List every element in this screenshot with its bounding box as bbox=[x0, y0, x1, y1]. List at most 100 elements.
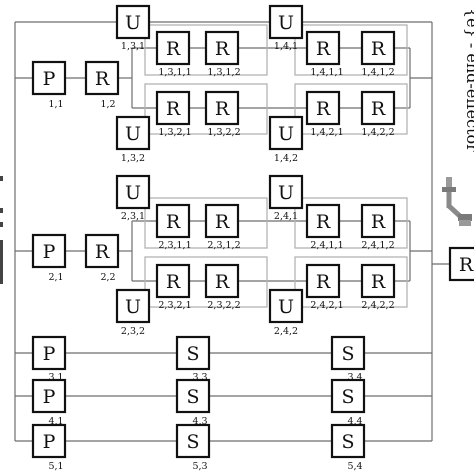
block-index: 1,4,1,2 bbox=[361, 67, 394, 78]
block-index: 1,4,1,1 bbox=[310, 67, 343, 78]
block-index: 2,3,2 bbox=[121, 326, 145, 337]
block-label: P bbox=[43, 343, 56, 365]
block-label: R bbox=[316, 38, 331, 60]
block-label: P bbox=[43, 68, 56, 90]
block-r2322: R 2,3,2,2 bbox=[204, 263, 241, 311]
block-p31: P 3,1 bbox=[31, 335, 67, 383]
block-index: 4,3 bbox=[192, 416, 207, 427]
block-s43: S 4,3 bbox=[175, 378, 211, 427]
block-index: 2,3,1,2 bbox=[207, 240, 240, 251]
block-r-end: R bbox=[448, 246, 474, 282]
block-r12: R 1,2 bbox=[84, 60, 120, 110]
block-label: U bbox=[125, 123, 141, 145]
block-index: 2,3,2,2 bbox=[207, 300, 240, 311]
block-index: 2,1 bbox=[48, 272, 63, 283]
block-r1322: R 1,3,2,2 bbox=[204, 90, 241, 138]
block-u242: U 2,4,2 bbox=[268, 288, 304, 337]
block-label: U bbox=[278, 12, 294, 34]
block-index: 3,1 bbox=[48, 372, 63, 383]
block-label: R bbox=[166, 98, 181, 120]
block-p41: P 4,1 bbox=[31, 378, 67, 427]
block-label: R bbox=[166, 211, 181, 233]
block-index: 2,4,2 bbox=[274, 326, 298, 337]
block-r1311: R 1,3,1,1 bbox=[155, 30, 192, 78]
block-label: S bbox=[186, 386, 199, 408]
block-index: 4,4 bbox=[347, 416, 362, 427]
block-label: R bbox=[215, 38, 230, 60]
block-r1321: R 1,3,2,1 bbox=[155, 90, 192, 138]
block-label: R bbox=[215, 271, 230, 293]
block-label: R bbox=[316, 271, 331, 293]
block-p11: P 1,1 bbox=[31, 60, 67, 110]
block-r2421: R 2,4,2,1 bbox=[305, 263, 344, 311]
block-r1312: R 1,3,1,2 bbox=[204, 30, 241, 78]
block-index: 2,4,2,2 bbox=[361, 300, 394, 311]
end-effector-label: {e} - end-effector bbox=[463, 8, 474, 152]
block-label: R bbox=[95, 68, 110, 90]
block-index: 2,4,2,1 bbox=[310, 300, 343, 311]
block-index: 2,2 bbox=[100, 272, 115, 283]
block-label: R bbox=[371, 271, 386, 293]
block-label: R bbox=[316, 98, 331, 120]
block-label: S bbox=[341, 343, 354, 365]
block-index: 4,1 bbox=[48, 416, 63, 427]
block-r2422: R 2,4,2,2 bbox=[360, 263, 396, 311]
block-r22: R 2,2 bbox=[84, 233, 120, 283]
block-label: S bbox=[341, 431, 354, 453]
block-u232: U 2,3,2 bbox=[115, 288, 151, 337]
block-label: R bbox=[215, 211, 230, 233]
block-r2411: R 2,4,1,1 bbox=[305, 203, 344, 251]
block-label: R bbox=[371, 211, 386, 233]
block-u231: U 2,3,1 bbox=[115, 174, 151, 222]
block-index: 1,2 bbox=[100, 99, 115, 110]
block-label: U bbox=[125, 296, 141, 318]
block-index: 2,4,1,1 bbox=[310, 240, 343, 251]
block-index: 5,1 bbox=[48, 461, 63, 472]
left-edge-fragments bbox=[0, 176, 3, 284]
end-effector-gripper-icon bbox=[442, 177, 472, 226]
block-s53: S 5,3 bbox=[175, 423, 211, 472]
block-s34: S 3,4 bbox=[330, 335, 366, 383]
block-label: R bbox=[215, 98, 230, 120]
block-index: 1,4,1 bbox=[274, 41, 298, 52]
block-label: S bbox=[341, 386, 354, 408]
block-u141: U 1,4,1 bbox=[268, 4, 304, 52]
block-label: U bbox=[125, 12, 141, 34]
block-label: U bbox=[278, 123, 294, 145]
block-index: 1,3,2 bbox=[121, 153, 145, 164]
block-index: 1,4,2,2 bbox=[361, 127, 394, 138]
block-u131: U 1,3,1 bbox=[115, 4, 151, 52]
block-index: 1,3,1,2 bbox=[207, 67, 240, 78]
block-index: 2,3,1,1 bbox=[158, 240, 191, 251]
block-p51: P 5,1 bbox=[31, 423, 67, 472]
block-label: P bbox=[43, 241, 56, 263]
block-label: R bbox=[166, 271, 181, 293]
block-index: 3,3 bbox=[192, 372, 207, 383]
block-s44: S 4,4 bbox=[330, 378, 366, 427]
block-label: U bbox=[278, 182, 294, 204]
block-index: 1,3,1,1 bbox=[158, 67, 191, 78]
block-r1422: R 1,4,2,2 bbox=[360, 90, 396, 138]
block-r1412: R 1,4,1,2 bbox=[360, 30, 396, 78]
block-s33: S 3,3 bbox=[175, 335, 211, 383]
block-index: 1,1 bbox=[48, 99, 63, 110]
block-index: 2,3,2,1 bbox=[158, 300, 191, 311]
block-index: 2,4,1,2 bbox=[361, 240, 394, 251]
block-u241: U 2,4,1 bbox=[268, 174, 304, 222]
block-r2312: R 2,3,1,2 bbox=[204, 203, 241, 251]
block-label: R bbox=[459, 254, 474, 276]
block-u132: U 1,3,2 bbox=[115, 115, 151, 164]
block-index: 1,4,2 bbox=[274, 153, 298, 164]
block-index: 1,3,1 bbox=[121, 41, 145, 52]
block-index: 1,3,2,1 bbox=[158, 127, 191, 138]
block-r1411: R 1,4,1,1 bbox=[305, 30, 344, 78]
block-label: R bbox=[316, 211, 331, 233]
block-r2412: R 2,4,1,2 bbox=[360, 203, 396, 251]
block-r2321: R 2,3,2,1 bbox=[155, 263, 192, 311]
block-index: 1,4,2,1 bbox=[310, 127, 343, 138]
block-u142: U 1,4,2 bbox=[268, 115, 304, 164]
block-label: S bbox=[186, 431, 199, 453]
block-label: U bbox=[278, 296, 294, 318]
block-label: R bbox=[166, 38, 181, 60]
